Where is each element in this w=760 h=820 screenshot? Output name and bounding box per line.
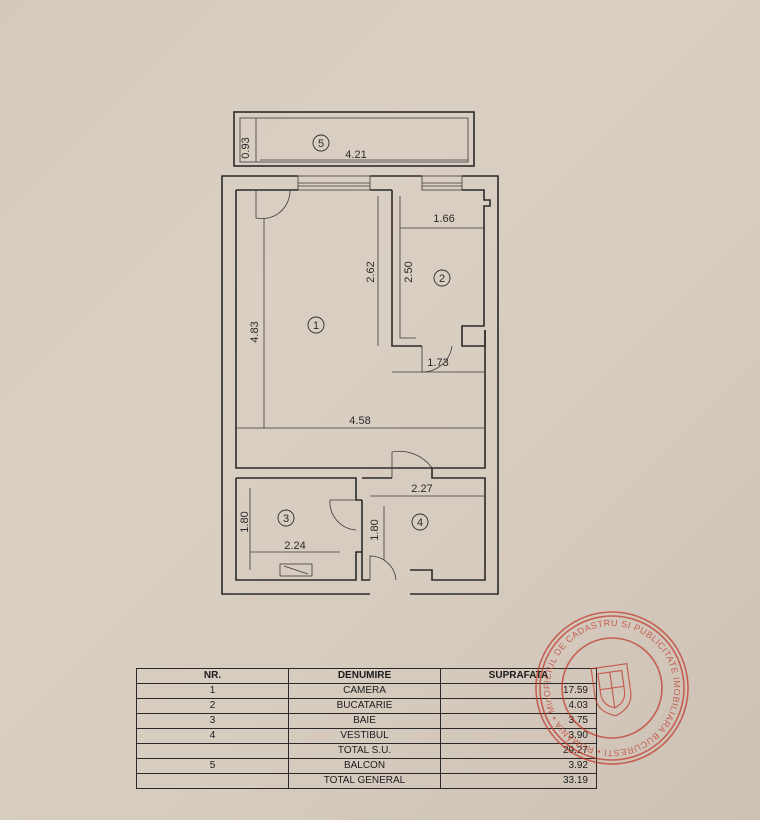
dim-balcony-depth: 0.93: [240, 137, 252, 158]
cell-name: VESTIBUL: [288, 728, 441, 744]
dim-hall-width: 2.27: [411, 483, 432, 495]
cell-name: CAMERA: [288, 683, 441, 699]
dim-balcony-length: 4.21: [345, 149, 366, 161]
room-label-3: 3: [283, 513, 289, 525]
room-2-kitchen: [391, 189, 491, 373]
dim-kitchen-door: 1.73: [427, 357, 448, 369]
cell-name: BALCON: [288, 758, 441, 774]
outer-walls: [221, 175, 499, 595]
table-row: TOTAL GENERAL 33.19: [136, 773, 597, 789]
room-label-4: 4: [417, 517, 423, 529]
cell-name: BUCATARIE: [288, 698, 441, 714]
room-1: [236, 189, 485, 429]
table-row: 1 CAMERA 17.59: [136, 683, 597, 699]
dim-kitchen-width: 1.66: [433, 213, 454, 225]
cell-name: TOTAL GENERAL: [288, 773, 441, 789]
dim-kitchen-depth-a: 2.62: [365, 261, 377, 282]
areas-table: NR. DENUMIRE SUPRAFATA 1 CAMERA 17.59 2 …: [136, 668, 597, 789]
room-label-1: 1: [313, 320, 319, 332]
cell-nr: [136, 743, 289, 759]
dim-bath-depth: 1.80: [239, 511, 251, 532]
dim-kitchen-depth-b: 2.50: [403, 261, 415, 282]
table-row: 3 BAIE 3.75: [136, 713, 597, 729]
dim-bath-width: 2.24: [284, 540, 305, 552]
header-nr: NR.: [136, 668, 289, 684]
dim-hall-depth: 1.80: [369, 519, 381, 540]
room-label-5: 5: [318, 138, 324, 150]
cell-name: TOTAL S.U.: [288, 743, 441, 759]
cell-nr: 2: [136, 698, 289, 714]
dim-room-depth: 4.83: [249, 321, 261, 342]
dim-room-width: 4.58: [349, 415, 370, 427]
window-kitchen: [421, 175, 463, 191]
header-name: DENUMIRE: [288, 668, 441, 684]
cell-nr: 1: [136, 683, 289, 699]
cell-name: BAIE: [288, 713, 441, 729]
room-3-bathroom: [235, 477, 362, 581]
room-label-2: 2: [439, 273, 445, 285]
coat-of-arms-icon: [590, 663, 632, 717]
cell-area: 33.19: [440, 773, 597, 789]
floor-plan: 1 2 3 4 5 0.93 4.21 1.66 2.62 2.50 4.83 …: [221, 111, 499, 595]
stamp-text: OFICIUL DE CADASTRU SI PUBLICITATE IMOBI…: [522, 598, 692, 769]
table-row: TOTAL S.U. 29.27: [136, 743, 597, 759]
cell-nr: 3: [136, 713, 289, 729]
table-row: 4 VESTIBUL 3.90: [136, 728, 597, 744]
cell-nr: 4: [136, 728, 289, 744]
cell-nr: 5: [136, 758, 289, 774]
table-header-row: NR. DENUMIRE SUPRAFATA: [136, 668, 597, 684]
cell-nr: [136, 773, 289, 789]
balcony: [233, 111, 475, 167]
svg-text:OFICIUL DE CADASTRU SI PUBLICI: OFICIUL DE CADASTRU SI PUBLICITATE IMOBI…: [522, 598, 692, 769]
official-stamp: OFICIUL DE CADASTRU SI PUBLICITATE IMOBI…: [522, 598, 692, 769]
window-room: [297, 175, 371, 191]
room-4-hall: [361, 450, 486, 581]
table-row: 5 BALCON 3.92: [136, 758, 597, 774]
table-row: 2 BUCATARIE 4.03: [136, 698, 597, 714]
